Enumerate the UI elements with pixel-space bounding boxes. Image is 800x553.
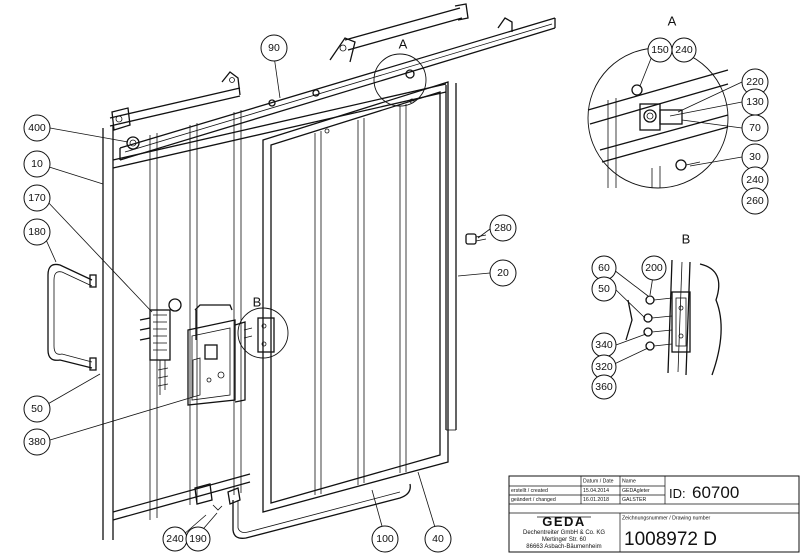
callout-30: 30 [741,143,769,171]
svg-text:20: 20 [497,267,509,279]
callout-340: 340 [591,332,617,358]
svg-text:100: 100 [376,533,394,545]
bottom-foot [194,483,223,511]
callout-10: 10 [23,150,51,178]
callout-190: 190 [185,526,211,552]
top-track [119,3,556,161]
leader-lines [42,50,743,538]
id-value: 60700 [692,483,739,502]
door-panel [227,81,449,539]
svg-text:130: 130 [746,96,764,108]
svg-text:70: 70 [749,122,761,134]
callout-360: 360 [591,374,617,400]
callout-60: 70 [741,114,769,142]
callout-200: 200 [641,255,667,281]
latch-box [187,304,246,406]
svg-text:150: 150 [651,44,669,56]
svg-text:50: 50 [31,403,43,415]
callout-100: 100 [371,525,399,553]
row-created-label: erstellt / created [511,488,548,494]
callout-70: 60 [591,255,617,281]
callout-280: 280 [489,214,517,242]
detail-b-view [625,259,722,376]
row-created-name: GEDAgleter [622,488,650,494]
callout-240-a-top: 240 [671,37,697,63]
callout-90: 90 [260,34,288,62]
col-name: Name [622,479,636,485]
svg-text:380: 380 [28,436,46,448]
detail-b-marker-label: B [253,295,262,310]
callout-240-main: 240 [162,526,188,552]
callout-380: 400 [23,114,51,142]
bracket-b-main [243,317,275,353]
svg-text:220: 220 [746,76,764,88]
svg-text:240: 240 [675,44,693,56]
callout-240-a: 240 [741,166,769,194]
company-line-1: Dechentreiter GmbH & Co. KG [523,530,605,536]
svg-text:50: 50 [598,283,610,295]
detail-a-marker-label: A [399,37,408,52]
drawing-number-label: Zeichnungsnummer / Drawing number [622,516,710,522]
svg-text:10: 10 [31,158,43,170]
callout-180: 180 [23,218,51,246]
id-label: ID: [669,486,686,501]
svg-text:190: 190 [189,533,207,545]
detail-b-title: B [682,232,691,247]
lock-assembly [139,298,182,395]
detail-a-view [587,47,729,189]
bolt-280 [465,233,487,245]
company-line-3: 86663 Asbach-Bäumenheim [526,544,601,550]
svg-text:60: 60 [598,262,610,274]
handle [47,263,97,371]
callout-20: 20 [489,259,517,287]
detail-marker-b [237,307,289,359]
row-changed-label: geändert / changed [511,497,556,503]
callout-50-main: 50 [23,395,51,423]
detail-marker-a [373,53,427,107]
callout-130: 130 [741,88,769,116]
svg-text:90: 90 [268,42,280,54]
drawing-number: 1008972 D [624,529,717,550]
row-changed-name: GALSTER [622,497,646,503]
callout-170: 150 [647,37,673,63]
row-created-date: 15.04.2014 [583,488,609,494]
svg-text:240: 240 [746,174,764,186]
col-date: Datum / Date [583,479,614,485]
title-block: Datum / Date Name erstellt / created 15.… [508,475,800,553]
svg-text:360: 360 [595,381,613,393]
row-changed-date: 16.01.2018 [583,497,609,503]
callout-150: 170 [23,184,51,212]
detail-a-title: A [668,14,677,29]
svg-text:280: 280 [494,222,512,234]
svg-text:240: 240 [166,533,184,545]
svg-text:320: 320 [595,361,613,373]
svg-text:200: 200 [645,262,663,274]
callout-260: 260 [741,187,769,215]
callout-50-b: 50 [591,276,617,302]
callout-40: 40 [424,525,452,553]
svg-text:40: 40 [432,533,444,545]
company-line-2: Mertinger Str. 60 [542,537,587,543]
svg-text:400: 400 [28,122,46,134]
svg-text:260: 260 [746,195,764,207]
callout-400: 380 [23,428,51,456]
callout-220: 220 [741,68,769,96]
svg-text:170: 170 [28,192,46,204]
svg-text:30: 30 [749,151,761,163]
svg-text:180: 180 [28,226,46,238]
svg-text:340: 340 [595,339,613,351]
company-logo: GEDA [542,514,586,529]
